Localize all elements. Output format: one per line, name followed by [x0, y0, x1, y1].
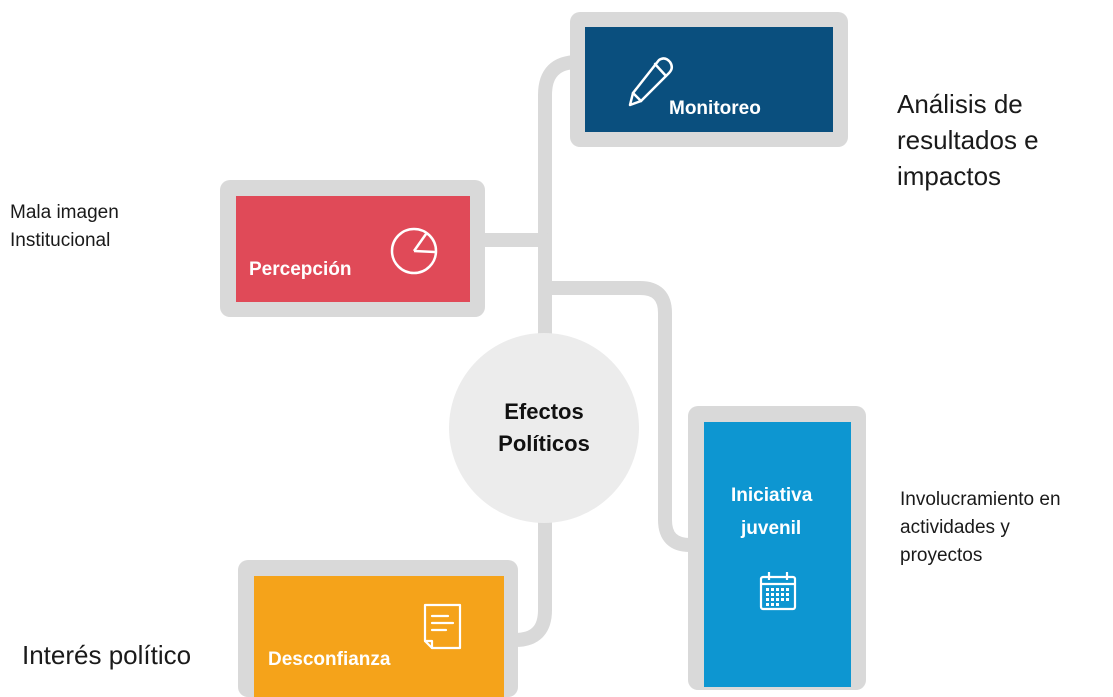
monitoreo-card[interactable]: Monitoreo: [585, 27, 833, 132]
iniciativa-label-line2: juvenil: [741, 518, 802, 539]
desconfianza-card[interactable]: Desconfianza: [254, 576, 504, 697]
branch-iniciativa: [538, 281, 707, 552]
iniciativa-note-line1: Involucramiento en: [900, 489, 1061, 510]
desconfianza-note: Interés político: [22, 638, 191, 672]
calendar-icon: [759, 572, 797, 611]
percepcion-note-line2: Institucional: [10, 230, 111, 251]
desconfianza-label: Desconfianza: [268, 649, 391, 670]
monitoreo-label: Monitoreo: [669, 98, 761, 119]
iniciativa-label-line1: Iniciativa: [731, 485, 813, 506]
document-icon: [423, 603, 462, 650]
percepcion-note: Mala imagen Institucional: [10, 199, 119, 255]
percepcion-card[interactable]: Percepción: [236, 196, 470, 302]
iniciativa-note-line3: proyectos: [900, 545, 983, 566]
monitoreo-note-line2: resultados e: [897, 125, 1039, 155]
desconfianza-note-line1: Interés político: [22, 640, 192, 670]
center-hub: Efectos Políticos: [449, 333, 639, 523]
percepcion-label: Percepción: [249, 259, 352, 280]
percepcion-note-line1: Mala imagen: [10, 202, 119, 223]
monitoreo-note-line1: Análisis de: [897, 89, 1023, 119]
center-title-line2: Políticos: [498, 431, 590, 456]
iniciativa-note-line2: actividades y: [900, 517, 1010, 538]
monitoreo-note-line3: impactos: [897, 161, 1002, 191]
iniciativa-note: Involucramiento en actividades y proyect…: [900, 486, 1061, 570]
monitoreo-note: Análisis de resultados e impactos: [897, 86, 1039, 194]
pencil-icon: [628, 57, 673, 107]
iniciativa-card[interactable]: Iniciativa juvenil: [704, 422, 851, 687]
pie-chart-icon: [390, 227, 438, 275]
center-title-line1: Efectos: [504, 399, 584, 424]
